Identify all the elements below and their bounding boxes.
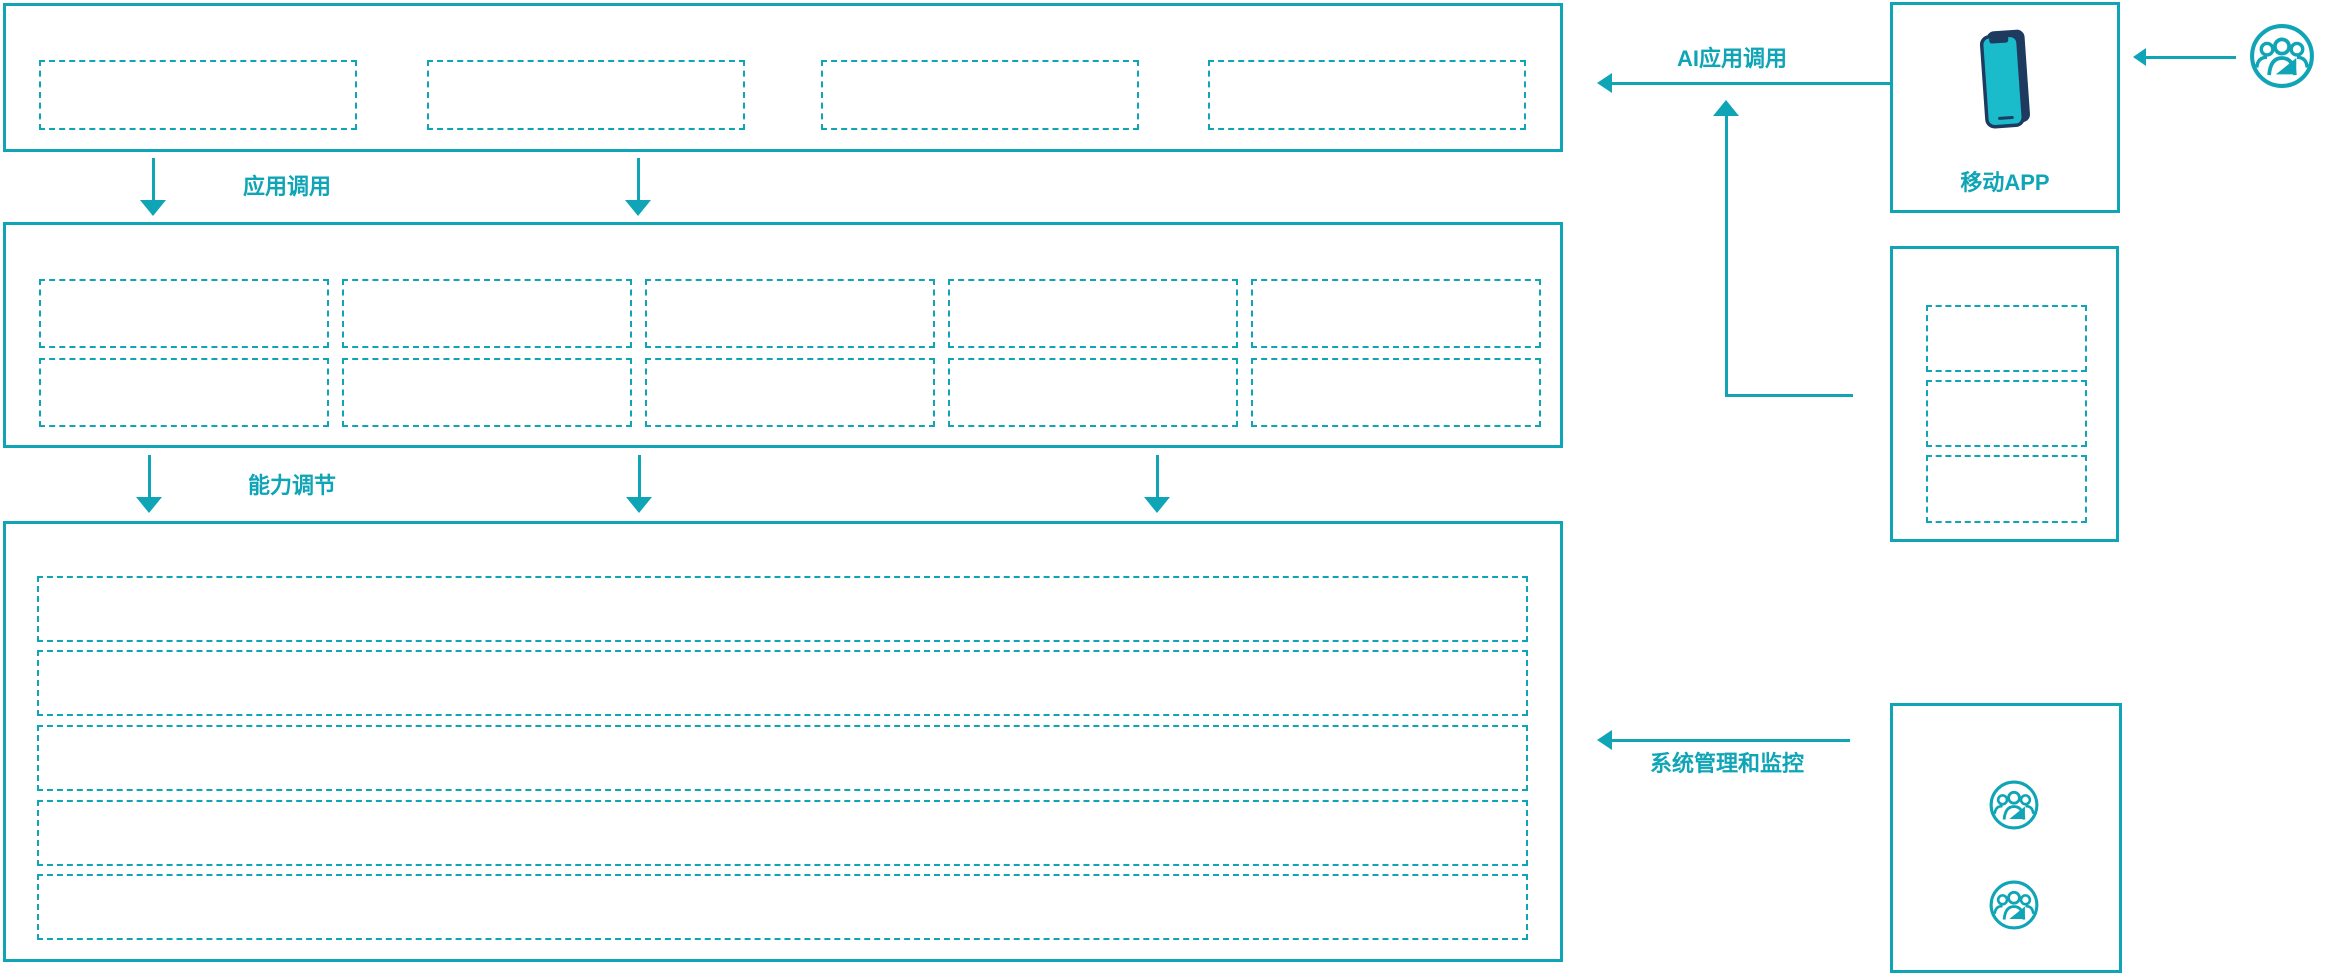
dashed-cell xyxy=(1251,358,1541,427)
dashed-cell xyxy=(342,279,632,348)
arrow-down-icon xyxy=(626,497,652,513)
arrow-capability-line-2 xyxy=(638,455,641,497)
arrow-down-icon xyxy=(140,200,166,216)
dashed-slot xyxy=(1926,380,2087,447)
integration-panel xyxy=(1890,246,2119,542)
integration-connector-vertical xyxy=(1725,116,1728,397)
dashed-slot xyxy=(821,60,1139,130)
arrow-capability-line-1 xyxy=(148,455,151,497)
mobile-app-label: 移动APP xyxy=(1960,170,2050,195)
dashed-cell xyxy=(948,358,1238,427)
arrow-up-icon xyxy=(1713,100,1739,116)
arrow-app-call-line-2 xyxy=(637,158,640,200)
arrow-left-icon xyxy=(1597,73,1612,93)
system-monitor-label: 系统管理和监控 xyxy=(1650,751,1805,776)
dashed-cell xyxy=(39,279,329,348)
dashed-cell xyxy=(39,358,329,427)
integration-connector-horizontal xyxy=(1725,394,1853,397)
arrow-down-icon xyxy=(1144,497,1170,513)
dashed-row xyxy=(37,725,1528,791)
app-call-label: 应用调用 xyxy=(243,174,332,199)
capability-adjust-label: 能力调节 xyxy=(248,473,337,498)
dashed-slot xyxy=(1926,305,2087,372)
arrow-down-icon xyxy=(136,497,162,513)
ai-app-call-label: AI应用调用 xyxy=(1677,46,1788,71)
dashed-row xyxy=(37,874,1528,940)
admin-panel xyxy=(1890,703,2122,973)
dashed-slot xyxy=(39,60,357,130)
arrow-left-icon xyxy=(2133,48,2146,66)
resource-layer-panel xyxy=(3,521,1563,962)
dashed-cell xyxy=(645,358,935,427)
arrow-app-call-line-1 xyxy=(152,158,155,200)
dashed-row xyxy=(37,650,1528,716)
users-group-icon xyxy=(1989,780,2039,830)
dashed-row xyxy=(37,800,1528,866)
dashed-slot xyxy=(1208,60,1526,130)
users-group-icon xyxy=(1989,880,2039,930)
ai-app-call-arrow-line xyxy=(1612,82,1890,85)
arrow-left-icon xyxy=(1597,730,1612,750)
application-layer-panel xyxy=(3,3,1563,152)
arrow-capability-line-3 xyxy=(1156,455,1159,497)
dashed-cell xyxy=(1251,279,1541,348)
dashed-cell xyxy=(645,279,935,348)
system-monitor-arrow-line xyxy=(1612,739,1850,742)
dashed-cell xyxy=(948,279,1238,348)
dashed-slot xyxy=(427,60,745,130)
mobile-app-panel: 移动APP xyxy=(1890,2,2120,213)
dashed-cell xyxy=(342,358,632,427)
dashed-row xyxy=(37,576,1528,642)
dashed-slot xyxy=(1926,455,2087,523)
smartphone-icon xyxy=(1893,5,2117,155)
users-group-icon xyxy=(2250,24,2314,88)
user-to-app-arrow-line xyxy=(2146,56,2236,59)
arrow-down-icon xyxy=(625,200,651,216)
capability-layer-panel xyxy=(3,222,1563,448)
